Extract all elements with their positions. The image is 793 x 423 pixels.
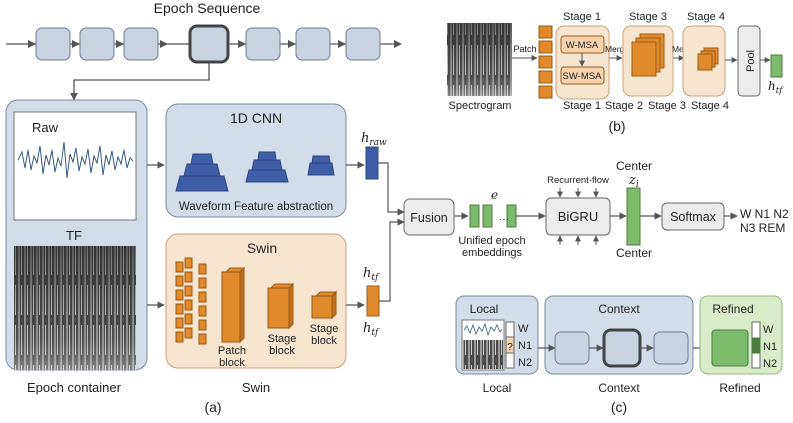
recurrent-flow-label: Recurrent-flow	[547, 175, 609, 186]
question-mark: ?	[507, 342, 513, 353]
refined-stage-n2: N2	[763, 358, 777, 370]
context-block	[554, 331, 590, 365]
swin-patch-tokens	[175, 257, 207, 345]
swin-title: Swin	[247, 240, 277, 256]
pool-label: Pool	[745, 50, 757, 72]
caption-b: (b)	[608, 118, 625, 134]
softmax-label: Softmax	[670, 210, 717, 224]
cnn-block-medium	[245, 151, 289, 183]
z-label: zi	[628, 173, 639, 190]
context-block-center	[602, 328, 642, 368]
cnn-block-large	[175, 153, 229, 192]
caption-c: (c)	[611, 399, 627, 415]
refined-vector	[711, 329, 749, 367]
patch-label: Patch	[513, 44, 536, 54]
tf-spectrogram	[14, 246, 136, 370]
swin-panel	[165, 233, 347, 369]
local-epoch-thumbnail	[461, 319, 505, 371]
refined-caption: Refined	[719, 381, 760, 395]
w-msa-label: W-MSA	[566, 40, 599, 51]
stage3-stack	[631, 33, 665, 77]
center-vector	[626, 187, 641, 246]
ellipsis: ···	[499, 214, 509, 225]
swin-patch-block	[221, 266, 246, 344]
epoch-block	[345, 27, 381, 61]
h-tf-output-label: htf	[768, 79, 784, 96]
epoch-block	[79, 27, 115, 61]
local-stage-n2: N2	[518, 357, 532, 369]
raw-label: Raw	[32, 120, 59, 135]
stage2-bottom-label: Stage 2	[605, 100, 643, 112]
caption-a: (a)	[204, 399, 221, 415]
context-title: Context	[598, 302, 640, 316]
stage1-bottom-label: Stage 1	[563, 100, 601, 112]
h-raw-label: hraw	[361, 131, 387, 148]
local-stage-w: W	[518, 323, 529, 335]
stage1-top-label: Stage 1	[563, 11, 601, 23]
cnn-caption: Waveform Feature abstraction	[179, 201, 333, 213]
tf-label: TF	[66, 228, 82, 243]
local-caption: Local	[483, 381, 512, 395]
refined-selected-cell	[751, 337, 761, 354]
local-stage-n1: N1	[518, 340, 532, 352]
epoch-block	[295, 27, 331, 61]
unified-embeddings	[469, 204, 517, 228]
patch-tokens	[538, 25, 553, 99]
stage4-top-label: Stage 4	[687, 11, 725, 23]
epoch-sequence	[6, 24, 402, 101]
swin-stage-block-1	[267, 282, 295, 330]
epoch-block-current	[188, 24, 230, 64]
center-top-label: Center	[616, 159, 652, 173]
sw-msa-label: SW-MSA	[563, 71, 603, 82]
recurrent-arrows	[557, 188, 599, 245]
local-uncertain-cell	[505, 336, 515, 354]
local-title: Local	[470, 302, 499, 316]
sw-msa-box	[560, 66, 605, 85]
spectrogram-label: Spectrogram	[449, 100, 512, 112]
refined-stage-w: W	[763, 324, 774, 336]
cnn-title: 1D CNN	[230, 110, 282, 126]
epoch-sequence-title: Epoch Sequence	[154, 0, 261, 16]
stage4-bottom-label: Stage 4	[691, 100, 729, 112]
e-label: e	[491, 188, 498, 202]
h-tf-output-vector	[770, 54, 783, 78]
epoch-block	[35, 27, 71, 61]
h-raw-vector	[365, 146, 379, 180]
stage3-top-label: Stage 3	[629, 11, 667, 23]
h-tf-vector	[366, 285, 380, 317]
stage3-bottom-label: Stage 3	[648, 100, 686, 112]
cnn-block-small	[307, 155, 335, 176]
pool-box	[737, 25, 761, 97]
refined-title: Refined	[712, 302, 753, 316]
epoch-container-label: Epoch container	[27, 380, 122, 395]
context-block	[653, 331, 689, 365]
swin-stage-block-2	[311, 290, 338, 320]
fusion-label: Fusion	[410, 211, 448, 225]
spectrogram-thumbnail	[447, 23, 512, 96]
h-tf-bottom-label: htf	[363, 321, 380, 338]
swin-caption: Swin	[242, 380, 270, 395]
h-tf-top-label: htf	[363, 266, 380, 283]
raw-waveform	[17, 141, 134, 179]
center-bottom-label: Center	[616, 246, 652, 260]
epoch-block	[245, 27, 281, 61]
epoch-block	[123, 27, 159, 61]
refined-stage-n1: N1	[763, 341, 777, 353]
stage4-stack	[697, 47, 719, 71]
context-caption: Context	[598, 381, 640, 395]
bigru-label: BiGRU	[558, 209, 598, 224]
fusion-box	[403, 198, 455, 236]
merge1-label: Merge	[605, 44, 629, 54]
